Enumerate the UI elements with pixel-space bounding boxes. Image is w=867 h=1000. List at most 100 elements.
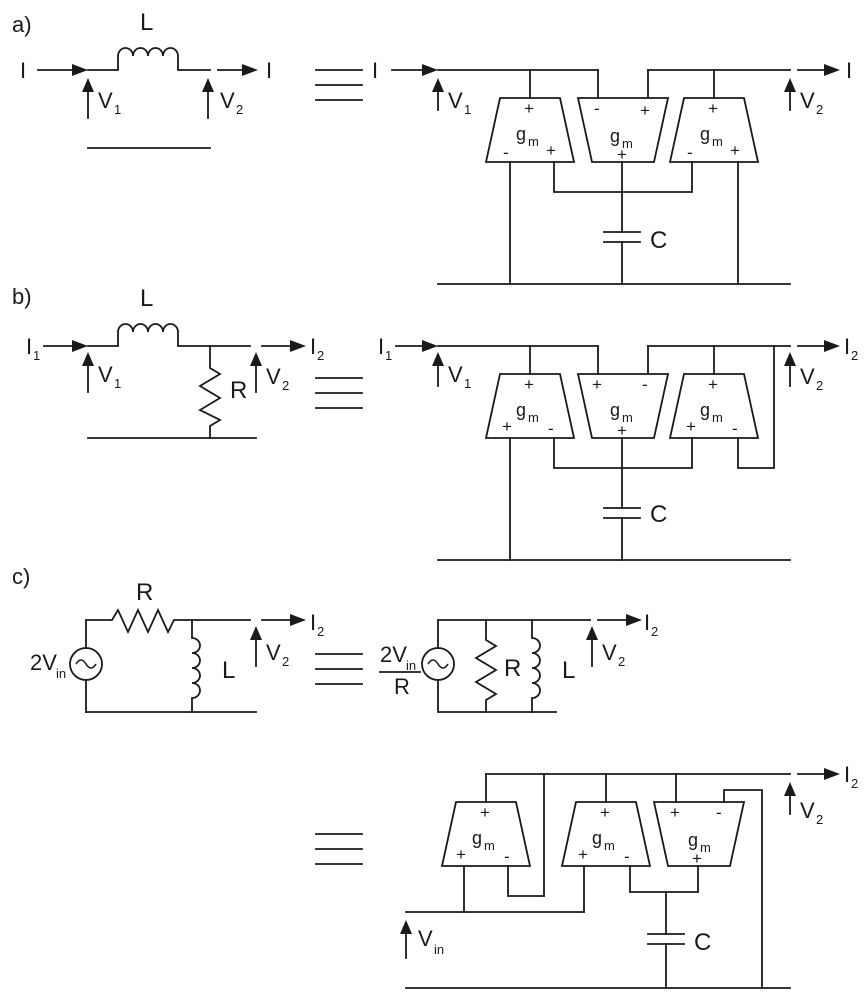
capacitor-label: C: [694, 929, 711, 956]
svg-text:+: +: [708, 99, 718, 118]
svg-text:-: -: [687, 143, 693, 162]
svg-text:+: +: [640, 101, 650, 120]
svg-text:m: m: [622, 136, 633, 151]
resistor-label: R: [504, 655, 521, 682]
feedback-wire: [737, 345, 775, 469]
svg-text:-: -: [548, 419, 554, 438]
svg-text:+: +: [600, 803, 610, 822]
svg-text:-: -: [732, 419, 738, 438]
arrow-head: [72, 340, 88, 352]
ota-3: + - g m +: [652, 801, 746, 868]
svg-text:V: V: [602, 640, 617, 665]
arrow-head: [400, 920, 412, 934]
arrow-head: [82, 352, 94, 366]
arrow-head: [72, 64, 88, 76]
panel-b: b) I 1 L R I 2 V 1 V 2: [12, 284, 858, 561]
arrow-head: [784, 78, 796, 92]
v2-label: V: [220, 88, 235, 113]
svg-text:V: V: [800, 798, 815, 823]
ota-2: + - g m +: [576, 373, 670, 440]
arrow-head: [202, 78, 214, 92]
svg-text:I: I: [378, 334, 384, 359]
inductor-symbol: [191, 619, 201, 713]
svg-text:+: +: [617, 145, 627, 164]
inductor-label: L: [562, 657, 575, 684]
ota-2: - + g m +: [576, 97, 670, 164]
equivalence-symbol-b: [315, 377, 363, 409]
svg-text:V: V: [266, 640, 281, 665]
svg-text:g: g: [516, 400, 526, 420]
arrow-head: [784, 352, 796, 366]
equivalence-symbol-c2: [315, 833, 363, 865]
arrow-head: [586, 626, 598, 640]
ota-body: [652, 801, 746, 867]
svg-text:+: +: [617, 421, 627, 440]
svg-text:m: m: [528, 410, 539, 425]
arrow-head: [422, 64, 438, 76]
svg-text:2: 2: [816, 812, 823, 827]
ota-3: + g m + -: [668, 373, 760, 439]
svg-text:+: +: [524, 99, 534, 118]
current-out-label: I: [846, 58, 852, 83]
svg-text:2: 2: [317, 624, 324, 639]
arrow-head: [432, 352, 444, 366]
svg-text:m: m: [622, 410, 633, 425]
arrow-head: [250, 626, 262, 640]
arrow-head: [422, 340, 438, 352]
ota-body: [484, 97, 576, 163]
v1-sub: 1: [114, 102, 121, 117]
svg-text:V: V: [266, 364, 281, 389]
svg-text:2V: 2V: [380, 642, 407, 667]
svg-text:+: +: [670, 803, 680, 822]
svg-text:g: g: [472, 828, 482, 848]
svg-text:+: +: [730, 141, 740, 160]
svg-text:+: +: [546, 141, 556, 160]
svg-text:I: I: [844, 334, 850, 359]
equivalence-symbol-c1: [315, 653, 363, 685]
svg-text:I: I: [26, 334, 32, 359]
resistor-label: R: [230, 377, 247, 404]
svg-text:2: 2: [618, 654, 625, 669]
svg-text:2: 2: [816, 378, 823, 393]
resistor-symbol: [474, 619, 498, 713]
feedback-wire: [723, 789, 763, 989]
svg-text:V: V: [448, 362, 463, 387]
svg-text:m: m: [604, 838, 615, 853]
arrow-head: [784, 782, 796, 796]
inductor-symbol: [87, 323, 251, 347]
ota-3: + g m - +: [668, 97, 760, 163]
svg-text:g: g: [700, 400, 710, 420]
svg-text:in: in: [434, 942, 444, 957]
panel-a-gyrator-circuit: I I V 1 V 2 + g: [372, 58, 852, 285]
svg-text:+: +: [692, 849, 702, 868]
svg-text:-: -: [642, 375, 648, 394]
current-in-label: I: [372, 58, 378, 83]
panel-a-inductor-circuit: I L I V 1 V 2: [20, 9, 272, 149]
panel-b-gyrator-circuit: I 1 I 2 V 1 V 2 + g: [378, 334, 858, 561]
panel-b-rl-circuit: I 1 L R I 2 V 1 V 2: [26, 285, 324, 439]
inductor-label: L: [222, 657, 235, 684]
current-in-label: I: [20, 58, 26, 83]
inductor-symbol: [87, 47, 211, 71]
svg-text:+: +: [524, 375, 534, 394]
inductor-symbol: [531, 619, 541, 713]
svg-text:2: 2: [851, 776, 858, 791]
sine-icon: [427, 659, 449, 669]
equivalence-symbol-a: [315, 69, 363, 101]
arrow-head: [290, 614, 306, 626]
svg-text:m: m: [700, 840, 711, 855]
svg-text:1: 1: [33, 348, 40, 363]
svg-text:2: 2: [282, 378, 289, 393]
svg-text:g: g: [592, 828, 602, 848]
svg-text:+: +: [456, 845, 466, 864]
svg-text:g: g: [610, 126, 620, 146]
svg-text:-: -: [716, 803, 722, 822]
svg-text:g: g: [688, 830, 698, 850]
svg-text:2: 2: [317, 348, 324, 363]
arrow-head: [242, 64, 258, 76]
svg-text:-: -: [504, 847, 510, 866]
arrow-head: [824, 64, 840, 76]
svg-text:V: V: [418, 926, 433, 951]
